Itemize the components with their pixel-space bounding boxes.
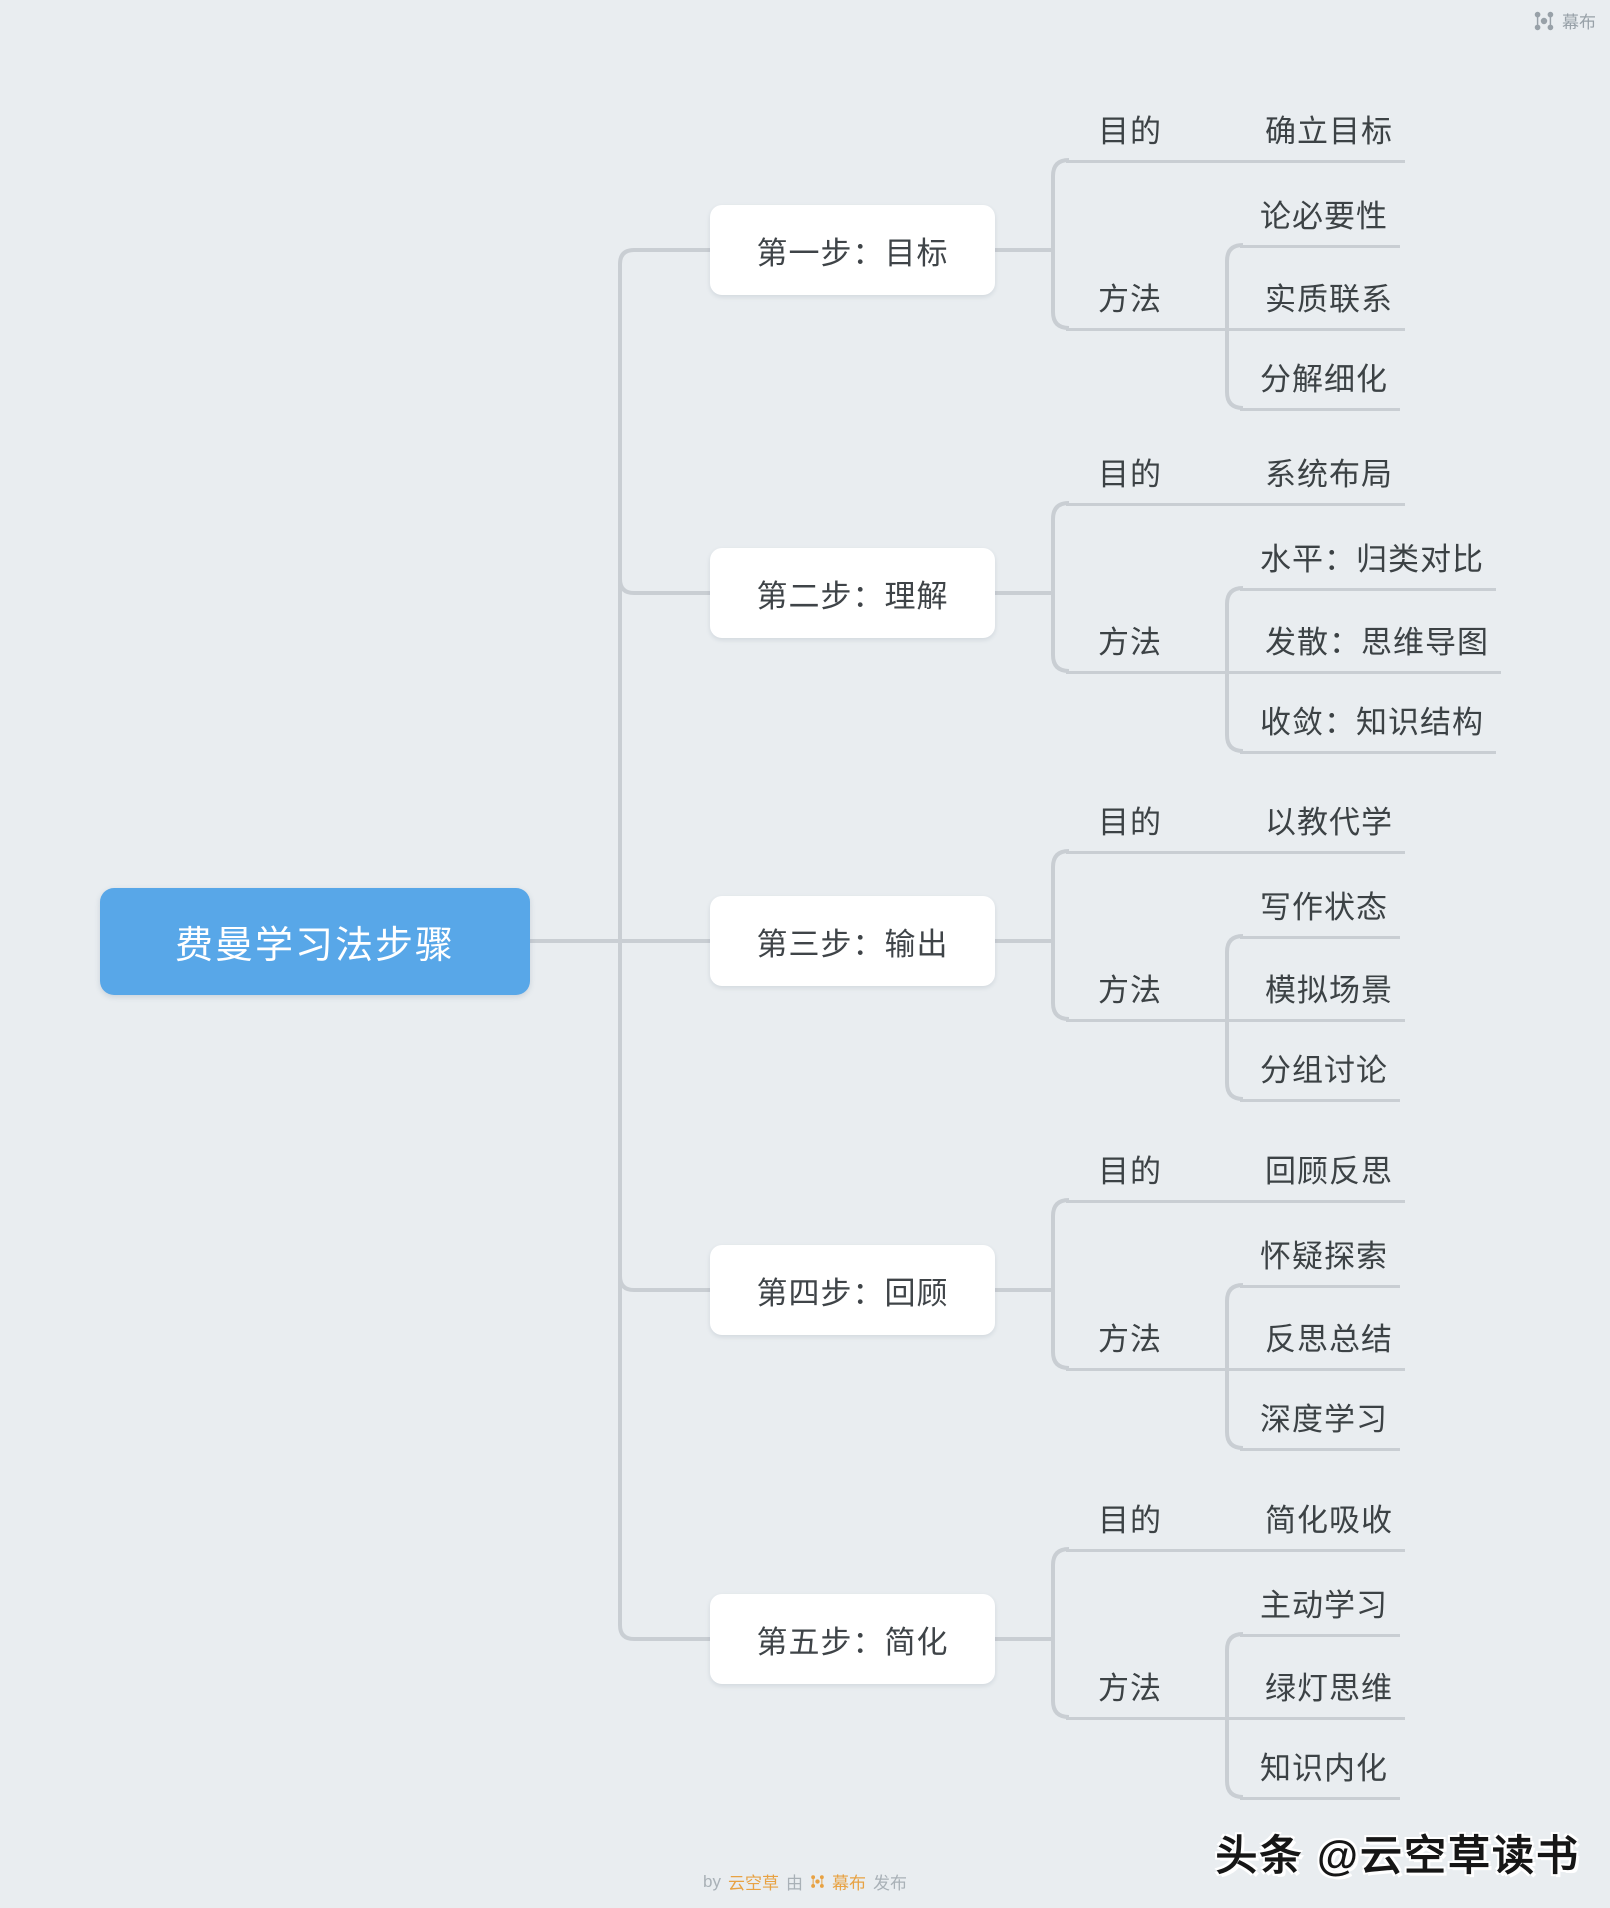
method-item-node[interactable]: 实质联系 xyxy=(1265,282,1393,317)
purpose-value-node[interactable]: 以教代学 xyxy=(1265,805,1393,840)
watermark-text: 头条 @云空草读书 xyxy=(1215,1832,1580,1879)
purpose-value-node[interactable]: 回顾反思 xyxy=(1265,1154,1393,1189)
method-item-text: 分组讨论 xyxy=(1260,1053,1388,1088)
purpose-row: 目的 以教代学 xyxy=(1066,794,1405,854)
footer-via: 由 xyxy=(785,1874,803,1893)
method-item-node[interactable]: 分解细化 xyxy=(1240,351,1400,411)
purpose-row: 目的 简化吸收 xyxy=(1066,1492,1405,1552)
method-item-text: 论必要性 xyxy=(1260,199,1388,234)
purpose-value-node[interactable]: 确立目标 xyxy=(1265,114,1393,149)
method-item-node[interactable]: 水平：归类对比 xyxy=(1240,531,1496,591)
purpose-label-node[interactable]: 目的 xyxy=(1098,1503,1162,1538)
step-node-1[interactable]: 第一步：目标 xyxy=(710,205,995,295)
method-item-text: 主动学习 xyxy=(1260,1588,1388,1623)
step-node-1-title: 第一步：目标 xyxy=(756,235,949,271)
root-node-title: 费曼学习法步骤 xyxy=(174,925,455,967)
method-item-node[interactable]: 深度学习 xyxy=(1240,1391,1400,1451)
method-item-node[interactable]: 收敛：知识结构 xyxy=(1240,694,1496,754)
mubu-brand-header: 幕布 xyxy=(1533,8,1596,33)
step-node-2[interactable]: 第二步：理解 xyxy=(710,548,995,638)
method-item-text: 水平：归类对比 xyxy=(1260,542,1484,577)
footer-author-link[interactable]: 云空草 xyxy=(727,1874,779,1893)
method-row: 方法 模拟场景 xyxy=(1066,962,1405,1022)
method-item-node[interactable]: 分组讨论 xyxy=(1240,1042,1400,1102)
method-item-text: 分解细化 xyxy=(1260,362,1388,397)
method-item-text: 写作状态 xyxy=(1260,890,1388,925)
method-item-node[interactable]: 怀疑探索 xyxy=(1240,1228,1400,1288)
method-row: 方法 反思总结 xyxy=(1066,1311,1405,1371)
footer-brand-link[interactable]: 幕布 xyxy=(831,1874,866,1893)
purpose-label-node[interactable]: 目的 xyxy=(1098,114,1162,149)
mubu-logo-icon-small xyxy=(811,1875,824,1888)
method-item-text: 怀疑探索 xyxy=(1260,1239,1388,1274)
publish-footer: by 云空草 由 幕布 发布 xyxy=(0,1869,1610,1894)
footer-by: by xyxy=(703,1871,721,1891)
purpose-label-node[interactable]: 目的 xyxy=(1098,805,1162,840)
purpose-label-node[interactable]: 目的 xyxy=(1098,457,1162,492)
purpose-row: 目的 回顾反思 xyxy=(1066,1143,1405,1203)
method-item-node[interactable]: 模拟场景 xyxy=(1265,973,1393,1008)
root-node[interactable]: 费曼学习法步骤 xyxy=(100,888,530,995)
purpose-row: 目的 系统布局 xyxy=(1066,446,1405,506)
method-item-text: 知识内化 xyxy=(1260,1751,1388,1786)
method-row: 方法 发散：思维导图 xyxy=(1066,614,1501,674)
purpose-label-node[interactable]: 目的 xyxy=(1098,1154,1162,1189)
method-item-node[interactable]: 写作状态 xyxy=(1240,879,1400,939)
step-node-3[interactable]: 第三步：输出 xyxy=(710,896,995,986)
step-node-4-title: 第四步：回顾 xyxy=(756,1275,949,1311)
method-label-node[interactable]: 方法 xyxy=(1098,625,1162,660)
footer-publish: 发布 xyxy=(872,1874,907,1893)
method-item-node[interactable]: 论必要性 xyxy=(1240,188,1400,248)
method-item-text: 收敛：知识结构 xyxy=(1260,705,1484,740)
method-label-node[interactable]: 方法 xyxy=(1098,282,1162,317)
step-node-2-title: 第二步：理解 xyxy=(756,578,949,614)
purpose-row: 目的 确立目标 xyxy=(1066,103,1405,163)
step-node-3-title: 第三步：输出 xyxy=(756,926,949,962)
method-item-node[interactable]: 主动学习 xyxy=(1240,1577,1400,1637)
method-label-node[interactable]: 方法 xyxy=(1098,1671,1162,1706)
step-node-5[interactable]: 第五步：简化 xyxy=(710,1594,995,1684)
method-row: 方法 实质联系 xyxy=(1066,271,1405,331)
mubu-logo-icon xyxy=(1534,11,1554,30)
purpose-value-node[interactable]: 系统布局 xyxy=(1265,457,1393,492)
method-item-node[interactable]: 绿灯思维 xyxy=(1265,1671,1393,1706)
mubu-brand-label: 幕布 xyxy=(1562,13,1596,32)
step-node-5-title: 第五步：简化 xyxy=(756,1624,949,1660)
method-item-node[interactable]: 发散：思维导图 xyxy=(1265,625,1489,660)
step-node-4[interactable]: 第四步：回顾 xyxy=(710,1245,995,1335)
purpose-value-node[interactable]: 简化吸收 xyxy=(1265,1503,1393,1538)
method-label-node[interactable]: 方法 xyxy=(1098,1322,1162,1357)
method-label-node[interactable]: 方法 xyxy=(1098,973,1162,1008)
method-item-text: 深度学习 xyxy=(1260,1402,1388,1437)
method-item-node[interactable]: 反思总结 xyxy=(1265,1322,1393,1357)
method-item-node[interactable]: 知识内化 xyxy=(1240,1740,1400,1800)
method-row: 方法 绿灯思维 xyxy=(1066,1660,1405,1720)
